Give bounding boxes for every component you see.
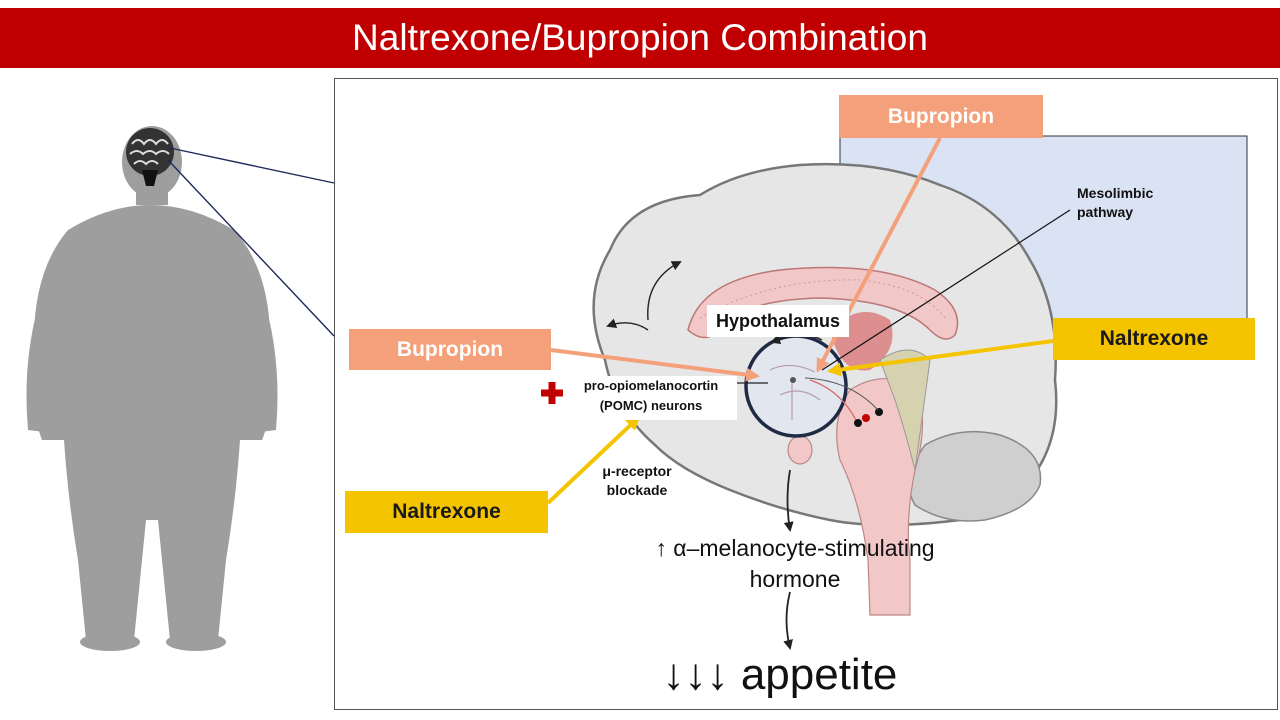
msh-arrow bbox=[783, 469, 794, 532]
slide-title: Naltrexone/Bupropion Combination bbox=[0, 8, 1280, 68]
hypothalamus-label: Hypothalamus bbox=[707, 305, 849, 337]
bupropion-top-label: Bupropion bbox=[839, 95, 1043, 138]
appetite-arrow bbox=[783, 591, 793, 650]
naltrexone-left-arrow bbox=[546, 415, 641, 505]
appetite-label: ↓↓↓ appetite bbox=[662, 650, 898, 699]
bupropion-left-arrow bbox=[550, 348, 760, 382]
brain-icon bbox=[126, 128, 174, 186]
mu-receptor-label: μ-receptor blockade bbox=[602, 463, 672, 498]
zoom-line-top bbox=[169, 147, 335, 184]
plus-icon bbox=[541, 382, 563, 404]
naltrexone-right-label: Naltrexone bbox=[1053, 318, 1255, 360]
naltrexone-right-arrow bbox=[827, 339, 1054, 377]
zoom-line-bottom bbox=[167, 159, 335, 337]
naltrexone-left-label: Naltrexone bbox=[345, 491, 548, 533]
pomc-label: pro-opiomelanocortin (POMC) neurons bbox=[565, 376, 737, 420]
bupropion-left-label: Bupropion bbox=[349, 329, 551, 370]
msh-label: ↑ α–melanocyte-stimulating hormone bbox=[655, 535, 935, 592]
cortex-arrow-up bbox=[647, 261, 682, 321]
mesolimbic-pointer bbox=[821, 209, 1071, 371]
cortex-arrow-left bbox=[606, 318, 649, 331]
person-silhouette-icon bbox=[26, 126, 278, 651]
mesolimbic-label: Mesolimbic pathway bbox=[1077, 185, 1154, 220]
